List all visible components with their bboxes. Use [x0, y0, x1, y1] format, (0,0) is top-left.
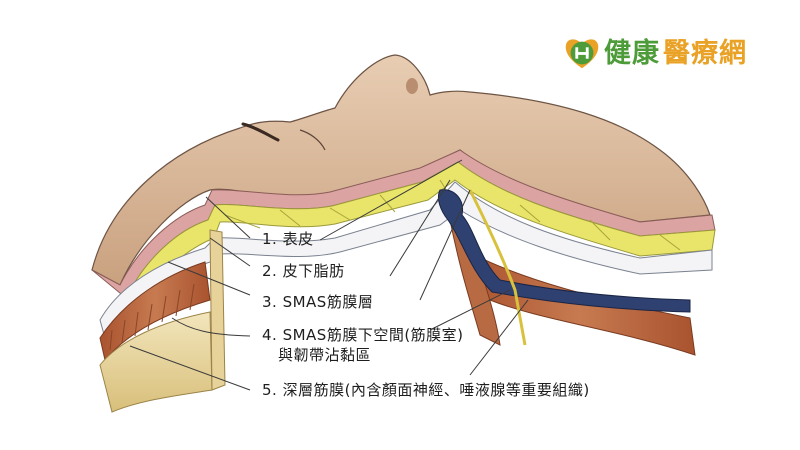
muscle-layer-left	[99, 261, 211, 362]
label-sub-smas-space-line2: 與韌帶沾黏區	[278, 346, 372, 364]
logo-text-medical-network: 醫療網	[663, 37, 747, 69]
label-deep-fascia: 5. 深層筋膜(內含顏面神經、唾液腺等重要組織)	[262, 381, 590, 399]
label-epidermis: 1. 表皮	[262, 230, 314, 248]
nerve-sheath	[437, 189, 691, 313]
heart-hospital-icon	[565, 39, 599, 69]
label-sub-smas-space: 4. SMAS筋膜下空間(筋膜室)	[262, 326, 464, 344]
leader-lines	[129, 159, 529, 391]
deep-fascia-layer	[99, 311, 213, 413]
label-subcutaneous-fat: 2. 皮下脂肪	[262, 262, 345, 280]
label-smas-layer: 3. SMAS筋膜層	[262, 293, 374, 311]
site-logo[interactable]: 健康 醫療網	[563, 33, 747, 73]
logo-text-health: 健康	[604, 37, 660, 69]
